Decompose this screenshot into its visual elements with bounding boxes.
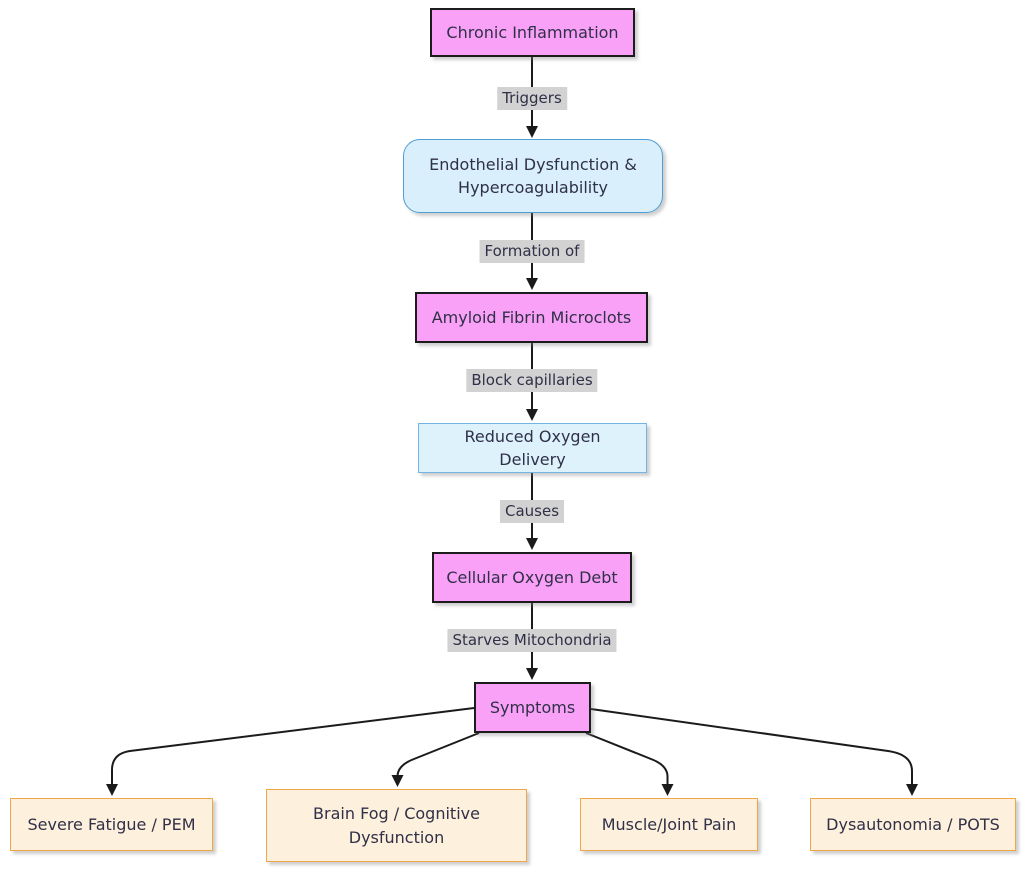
node-label: Severe Fatigue / PEM xyxy=(27,814,196,834)
node-label: Chronic Inflammation xyxy=(446,22,619,42)
node-muscle-joint-pain: Muscle/Joint Pain xyxy=(580,798,758,851)
node-label: Endothelial Dysfunction & Hypercoagulabi… xyxy=(429,154,637,197)
node-symptoms: Symptoms xyxy=(474,682,591,733)
node-amyloid-fibrin-microclots: Amyloid Fibrin Microclots xyxy=(415,292,648,343)
node-dysautonomia-pots: Dysautonomia / POTS xyxy=(810,798,1016,851)
edge-label-formation-of: Formation of xyxy=(479,240,585,263)
node-label: Reduced Oxygen Delivery xyxy=(464,426,601,469)
node-label: Dysautonomia / POTS xyxy=(826,814,1000,834)
node-label: Symptoms xyxy=(489,697,576,717)
edge-label-starves-mitochondria: Starves Mitochondria xyxy=(447,629,617,652)
node-chronic-inflammation: Chronic Inflammation xyxy=(430,8,635,57)
edge-label-causes: Causes xyxy=(499,500,565,523)
node-reduced-oxygen-delivery: Reduced Oxygen Delivery xyxy=(418,423,647,473)
node-label: Muscle/Joint Pain xyxy=(601,814,737,834)
node-label: Cellular Oxygen Debt xyxy=(446,567,618,587)
node-label: Amyloid Fibrin Microclots xyxy=(431,307,632,327)
node-cellular-oxygen-debt: Cellular Oxygen Debt xyxy=(432,552,632,603)
node-brain-fog-cognitive-dysfunction: Brain Fog / Cognitive Dysfunction xyxy=(266,789,527,862)
node-label: Brain Fog / Cognitive Dysfunction xyxy=(313,804,480,847)
arrow-to-dysautonomia xyxy=(590,708,918,796)
node-endothelial-dysfunction: Endothelial Dysfunction & Hypercoagulabi… xyxy=(403,139,663,213)
arrow-to-brain-fog xyxy=(391,732,480,787)
arrow-to-severe-fatigue xyxy=(106,707,475,796)
edge-label-block-capillaries: Block capillaries xyxy=(466,369,598,392)
node-severe-fatigue-pem: Severe Fatigue / PEM xyxy=(10,798,213,851)
edge-label-triggers: Triggers xyxy=(497,87,567,110)
arrow-to-muscle-joint-pain xyxy=(585,732,674,796)
